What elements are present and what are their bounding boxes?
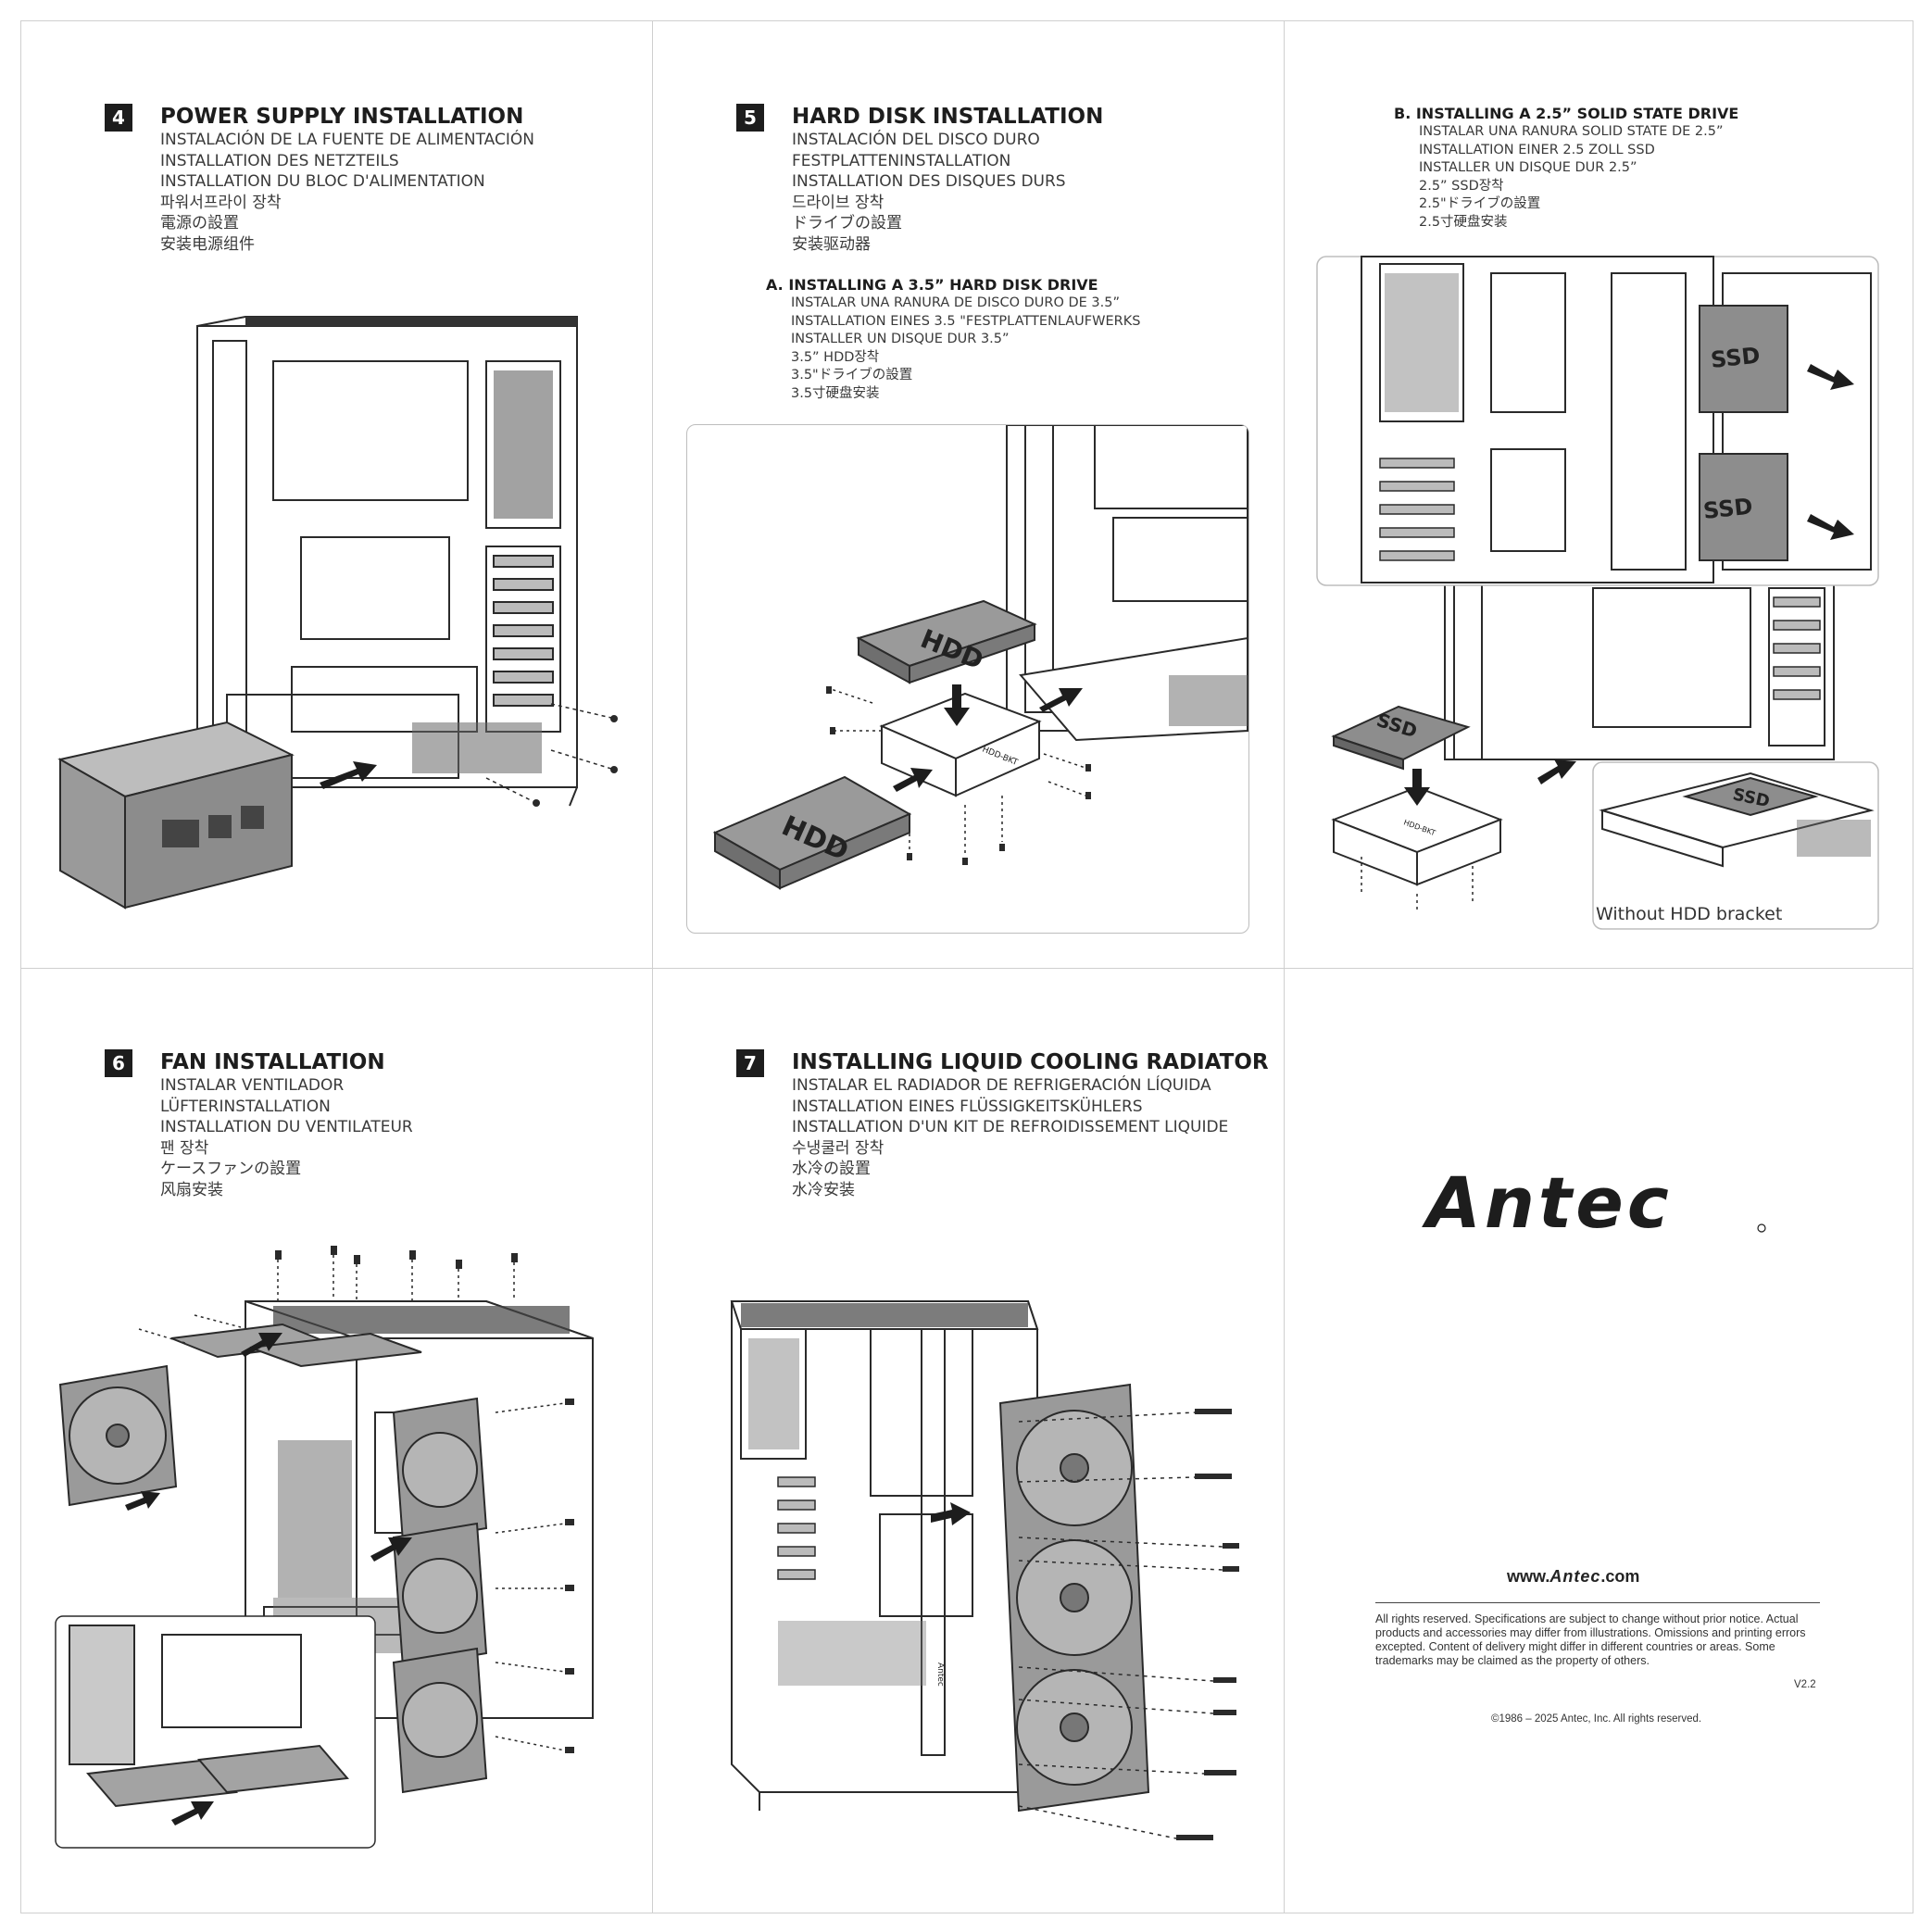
title-translation: INSTALAR VENTILADOR	[160, 1076, 345, 1095]
antec-logo: Antec	[1422, 1161, 1766, 1244]
sub-step-translation: INSTALAR UNA RANURA DE DISCO DURO DE 3.5…	[791, 295, 1120, 310]
sub-step-translation: INSTALLATION EINER 2.5 ZOLL SSD	[1419, 142, 1655, 157]
logo-text: Antec	[1422, 1161, 1673, 1244]
sub-step-translation: 2.5” SSD장착	[1419, 178, 1504, 194]
step-titles: POWER SUPPLY INSTALLATION INSTALACIÓN DE…	[160, 104, 534, 255]
title-translation: INSTALLATION D'UN KIT DE REFROIDISSEMENT…	[792, 1118, 1229, 1136]
ssd-label: SSD	[1710, 343, 1762, 373]
title-translation: ドライブの設置	[792, 214, 902, 232]
sub-step-translation: 3.5” HDD장착	[791, 349, 880, 365]
title-translation: 风扇安装	[160, 1180, 223, 1199]
title-translation: INSTALAR EL RADIADOR DE REFRIGERACIÓN LÍ…	[792, 1076, 1211, 1095]
legal-notice: All rights reserved. Specifications are …	[1375, 1612, 1806, 1667]
sub-step-translation: INSTALAR UNA RANURA SOLID STATE DE 2.5”	[1419, 124, 1724, 139]
title-translation: 安装电源组件	[160, 234, 255, 254]
column-divider	[652, 21, 653, 1913]
url-brand: Antec	[1549, 1567, 1601, 1586]
sub-step-translation: 2.5"ドライブの設置	[1419, 196, 1541, 211]
step-title: HARD DISK INSTALLATION	[792, 105, 1104, 129]
title-translation: INSTALLATION EINES FLÜSSIGKEITSKÜHLERS	[792, 1097, 1143, 1116]
title-translation: 電源の設置	[160, 214, 239, 232]
sub-step-translation: 3.5"ドライブの設置	[791, 368, 913, 383]
hdd-installation-illustration: HDD HDD-BKT HDD	[712, 425, 1248, 890]
instruction-sheet	[20, 20, 1913, 1913]
row-divider	[21, 968, 1913, 969]
sub-step-translation: 3.5寸硬盘安装	[791, 385, 880, 401]
url-prefix: www.	[1507, 1567, 1550, 1586]
sub-step-b-header: B. INSTALLING A 2.5” SOLID STATE DRIVE I…	[1394, 105, 1738, 232]
radiator-installation-illustration: Antec	[730, 1300, 1239, 1840]
step-number-badge: 7	[736, 1049, 764, 1077]
ssd-label: SSD	[1702, 494, 1754, 524]
inset-caption: Without HDD bracket	[1596, 904, 1783, 924]
inset-without-bracket	[1592, 761, 1879, 930]
step-title: INSTALLING LIQUID COOLING RADIATOR	[792, 1050, 1269, 1074]
sub-step-translation: INSTALLATION EINES 3.5 "FESTPLATTENLAUFW…	[791, 313, 1141, 329]
sub-step-translation: 2.5寸硬盘安装	[1419, 214, 1508, 230]
ssd-installation-illustration: SSD SSD SSD HDD-BKT SSD	[1316, 256, 1879, 930]
title-translation: ケースファンの設置	[160, 1160, 302, 1178]
version-label: V2.2	[1794, 1679, 1816, 1690]
title-translation: 水冷の設置	[792, 1160, 871, 1178]
title-translation: LÜFTERINSTALLATION	[160, 1097, 331, 1116]
title-translation: FESTPLATTENINSTALLATION	[792, 151, 1011, 170]
title-translation: 파워서프라이 장착	[160, 193, 282, 212]
sub-step-a-header: A. INSTALLING A 3.5” HARD DISK DRIVE INS…	[766, 276, 1140, 403]
title-translation: 水冷安装	[792, 1180, 855, 1199]
title-translation: INSTALACIÓN DEL DISCO DURO	[792, 131, 1040, 149]
title-translation: 安装驱动器	[792, 234, 871, 254]
psu-installation-illustration	[57, 316, 618, 910]
sub-step-translation: INSTALLER UN DISQUE DUR 3.5”	[791, 332, 1010, 346]
title-translation: 팬 장착	[160, 1138, 209, 1158]
title-translation: 드라이브 장착	[792, 193, 884, 212]
copyright-line: ©1986 – 2025 Antec, Inc. All rights rese…	[1491, 1713, 1702, 1725]
step-titles: HARD DISK INSTALLATION INSTALACIÓN DEL D…	[792, 104, 1103, 255]
sub-step-title: A. INSTALLING A 3.5” HARD DISK DRIVE	[766, 276, 1098, 294]
website-link[interactable]: www.Antec.com	[1507, 1567, 1639, 1587]
step-titles: INSTALLING LIQUID COOLING RADIATOR INSTA…	[792, 1049, 1269, 1200]
sub-step-translation: INSTALLER UN DISQUE DUR 2.5”	[1419, 160, 1637, 175]
fan-installation-illustration	[55, 1246, 594, 1849]
title-translation: INSTALLATION DU VENTILATEUR	[160, 1118, 413, 1136]
bracket-label: Antec	[935, 1662, 945, 1687]
title-translation: INSTALLATION DES DISQUES DURS	[792, 172, 1066, 191]
step-number-badge: 5	[736, 104, 764, 132]
footer-divider	[1375, 1602, 1820, 1603]
step-title: FAN INSTALLATION	[160, 1050, 385, 1074]
step-title: POWER SUPPLY INSTALLATION	[160, 105, 524, 129]
step-number-badge: 6	[105, 1049, 132, 1077]
step-number-badge: 4	[105, 104, 132, 132]
title-translation: INSTALLATION DES NETZTEILS	[160, 151, 399, 170]
title-translation: INSTALLATION DU BLOC D'ALIMENTATION	[160, 172, 485, 191]
url-suffix: .com	[1600, 1567, 1640, 1586]
column-divider	[1284, 21, 1285, 1913]
title-translation: INSTALACIÓN DE LA FUENTE DE ALIMENTACIÓN	[160, 131, 534, 149]
title-translation: 수냉쿨러 장착	[792, 1138, 884, 1158]
sub-step-title: B. INSTALLING A 2.5” SOLID STATE DRIVE	[1394, 105, 1739, 122]
step-titles: FAN INSTALLATION INSTALAR VENTILADOR LÜF…	[160, 1049, 413, 1200]
hdd-illustration-frame: HDD HDD-BKT HDD	[686, 424, 1249, 934]
